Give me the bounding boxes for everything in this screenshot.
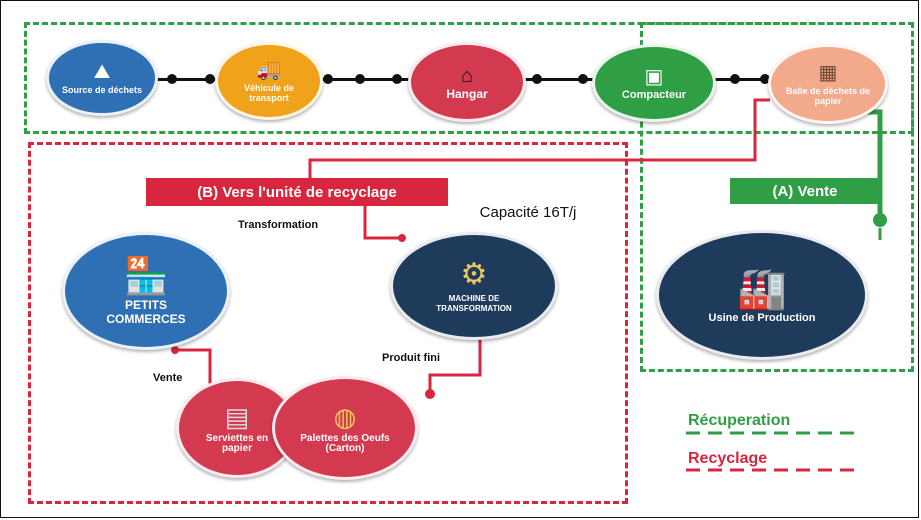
connector-sale-to-shops <box>175 348 212 392</box>
shop-icon: 🏪 <box>123 255 169 296</box>
legend-recovery-label: Récuperation <box>688 412 791 429</box>
paper-bale-icon: ▦ <box>818 62 838 84</box>
waste-source-node: ⛰ Source de déchets <box>46 40 158 116</box>
connector-finished-product <box>428 338 482 392</box>
connector-bales-to-recycling <box>308 98 770 180</box>
truck-icon: 🚚 <box>256 59 282 81</box>
hangar-node: ⌂ Hangar <box>408 42 526 122</box>
timeline-node <box>578 74 588 84</box>
warehouse-icon: ⌂ <box>460 65 474 87</box>
timeline-node <box>760 74 770 84</box>
recovery-region-right <box>640 22 914 372</box>
production-plant-node: 🏭 Usine de Production <box>656 230 868 360</box>
paper-napkins-node: ▤ Serviettes en papier <box>176 378 298 478</box>
timeline-node <box>205 74 215 84</box>
timeline-node <box>167 74 177 84</box>
small-shops-node: 🏪 PETITS COMMERCES <box>62 232 230 350</box>
sale-banner: (A) Vente <box>730 178 880 204</box>
egg-trays-node: ◍ Palettes des Oeufs (Carton) <box>272 376 418 480</box>
timeline-node <box>730 74 740 84</box>
sale-connector-end <box>873 213 887 227</box>
compactor-icon: ▣ <box>644 66 664 88</box>
timeline-node <box>355 74 365 84</box>
waste-pile-icon: ⛰ <box>93 61 111 83</box>
transformation-label: Transformation <box>238 219 319 231</box>
machine-icon: ⚙ <box>460 258 488 291</box>
egg-tray-icon: ◍ <box>333 402 357 432</box>
compactor-node: ▣ Compacteur <box>592 44 716 122</box>
transformation-machine-node: ⚙ MACHINE DE TRANSFORMATION <box>390 232 558 340</box>
timeline-node <box>532 74 542 84</box>
finished-product-label: Produit fini <box>382 352 441 364</box>
factory-icon: 🏭 <box>737 267 787 311</box>
machine-capacity-label: Capacité 16T/j <box>479 204 577 221</box>
transport-node: 🚚 Véhicule de transport <box>215 42 323 120</box>
connector-transformation <box>363 200 400 240</box>
timeline-node <box>323 74 333 84</box>
legend-recycling-label: Recyclage <box>688 450 768 467</box>
paper-bales-node: ▦ Balle de déchets de papier <box>768 44 888 124</box>
timeline-node <box>392 74 402 84</box>
sale-label: Vente <box>153 372 183 384</box>
recycling-unit-banner: (B) Vers l'unité de recyclage <box>146 178 448 206</box>
tissue-box-icon: ▤ <box>224 402 250 432</box>
recycling-region <box>28 142 628 504</box>
